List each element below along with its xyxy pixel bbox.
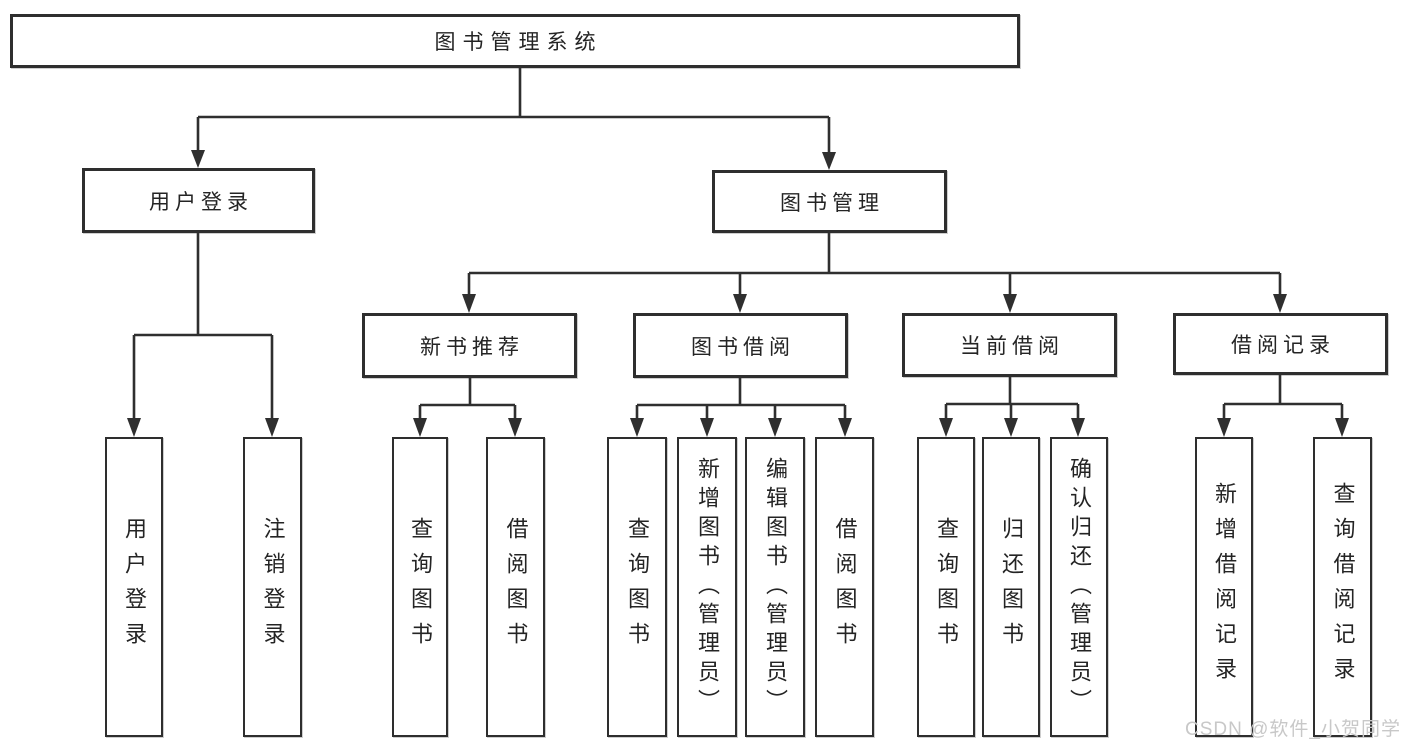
node-label: 借阅记录 [1231,334,1335,357]
leaf-return-books: 归还图书 [982,437,1040,737]
connector-user-login-children [127,233,279,437]
leaf-label: 注销登录 [260,517,286,657]
node-user-login: 用户登录 [82,168,315,233]
leaf-query-books-current: 查询图书 [917,437,975,737]
node-label: 用户登录 [149,190,253,214]
leaf-query-borrow-record: 查询借阅记录 [1313,437,1372,737]
leaf-label: 查询图书 [408,517,433,657]
connector-book-management-children [462,233,1287,313]
leaf-label: 确认归还（管理员） [1067,456,1092,718]
node-library-management-system: 图书管理系统 [10,14,1020,68]
node-label: 当前借阅 [960,335,1064,358]
node-label: 图书借阅 [691,335,795,359]
node-label: 新书推荐 [420,335,524,359]
connector-book-borrow-children [630,378,852,437]
leaf-label: 借阅图书 [832,517,858,657]
connector-borrow-records-children [1217,375,1349,437]
node-book-management: 图书管理 [712,170,947,233]
leaf-borrow-books-recommend: 借阅图书 [486,437,545,737]
node-label: 图书管理 [780,191,884,215]
leaf-label: 查询借阅记录 [1330,482,1356,692]
leaf-label: 借阅图书 [503,517,529,657]
leaf-edit-books-admin: 编辑图书（管理员） [745,437,805,737]
node-current-borrow: 当前借阅 [902,313,1117,377]
node-new-book-recommend: 新书推荐 [362,313,577,378]
leaf-query-books-recommend: 查询图书 [392,437,448,737]
node-book-borrow: 图书借阅 [633,313,848,378]
leaf-label: 新增图书（管理员） [695,456,720,718]
csdn-watermark: CSDN @软件_小贺同学 [1185,719,1401,740]
connector-new-book-children [413,378,522,437]
node-label: 图书管理系统 [434,31,603,54]
leaf-borrow-books: 借阅图书 [815,437,874,737]
leaf-label: 编辑图书（管理员） [763,456,788,718]
leaf-confirm-return-admin: 确认归还（管理员） [1050,437,1108,737]
connector-current-borrow-children [939,377,1085,437]
leaf-label: 归还图书 [999,517,1024,657]
leaf-label: 查询图书 [625,517,650,657]
leaf-label: 新增借阅记录 [1212,482,1237,692]
leaf-label: 用户登录 [122,517,147,657]
leaf-logout: 注销登录 [243,437,302,737]
leaf-user-login: 用户登录 [105,437,163,737]
leaf-add-books-admin: 新增图书（管理员） [677,437,737,737]
leaf-add-borrow-record: 新增借阅记录 [1195,437,1253,737]
node-borrow-records: 借阅记录 [1173,313,1388,375]
leaf-query-books-borrow: 查询图书 [607,437,667,737]
connector-root-to-level2 [191,68,836,170]
leaf-label: 查询图书 [934,517,959,657]
